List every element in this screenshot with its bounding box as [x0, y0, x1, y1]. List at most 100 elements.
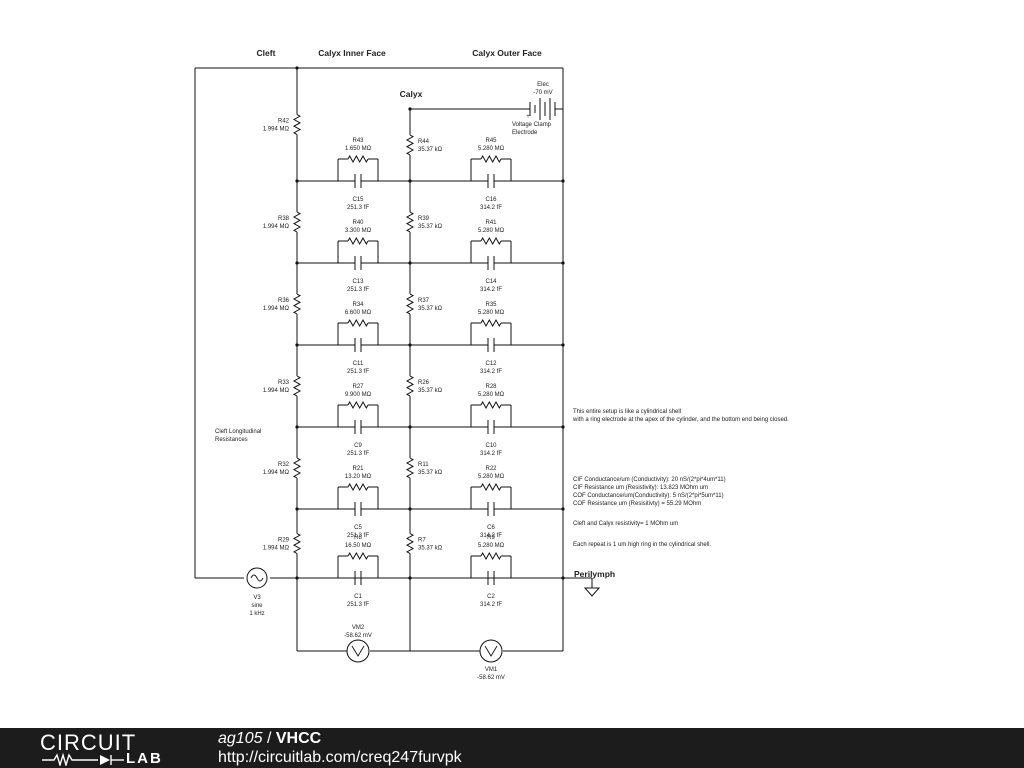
note-cof-1: COF Conductance/um(Conductivity): 5 nS/(… — [573, 493, 724, 499]
capacitor-icon[interactable] — [354, 338, 362, 352]
capacitor-icon[interactable] — [354, 571, 362, 585]
resistor-icon[interactable] — [347, 482, 369, 492]
resistor-label: R37 — [418, 298, 430, 304]
junction-dot — [561, 261, 565, 265]
note-cif-2: CIF Resistance um (Resistivity): 13.823 … — [573, 485, 708, 491]
capacitor-icon[interactable] — [354, 420, 362, 434]
capacitor-icon[interactable] — [487, 174, 495, 188]
resistor-icon[interactable] — [347, 236, 369, 246]
resistor-icon[interactable] — [405, 345, 415, 427]
rc-pair — [470, 154, 512, 188]
resistor-label: R29 — [278, 538, 290, 544]
voltmeter-icon[interactable] — [479, 639, 503, 663]
voltmeter-icon[interactable] — [346, 639, 370, 663]
capacitor-icon[interactable] — [487, 571, 495, 585]
note-cif-1: CIF Conductance/um (Conductivity): 20 nS… — [573, 477, 726, 483]
resistor-label: R22 — [485, 466, 497, 472]
resistor-icon[interactable] — [405, 427, 415, 509]
project-user-link[interactable]: ag105 — [218, 730, 263, 747]
logo-text-bottom: LAB — [126, 750, 163, 767]
resistor-label: R9 — [487, 535, 495, 541]
resistor-icon[interactable] — [347, 154, 369, 164]
capacitor-icon[interactable] — [487, 420, 495, 434]
capacitor-value: 251.3 fF — [347, 205, 369, 211]
logo-text-top: CIRCUIT — [40, 730, 137, 755]
rc-pair — [470, 551, 512, 585]
project-title: ag105 / VHCC — [218, 730, 321, 748]
vm2-name: VM2 — [352, 625, 365, 631]
notes: This entire setup is like a cylindrical … — [572, 409, 789, 548]
resistor-value: 16.50 MΩ — [345, 543, 372, 549]
resistor-value: 1.994 MΩ — [263, 470, 290, 476]
junction-dot — [561, 179, 565, 183]
capacitor-value: 314.2 fF — [480, 287, 502, 293]
resistor-icon[interactable] — [347, 400, 369, 410]
resistor-label: R36 — [278, 298, 290, 304]
project-name[interactable]: VHCC — [275, 730, 322, 747]
resistor-icon[interactable] — [347, 551, 369, 561]
rc-pair — [337, 236, 379, 270]
resistor-value: 5.280 MΩ — [478, 146, 505, 152]
resistor-label: R8 — [354, 535, 362, 541]
electrode-plus: + — [526, 114, 530, 120]
resistor-label: R45 — [485, 138, 497, 144]
resistor-icon[interactable] — [480, 236, 502, 246]
resistor-icon[interactable] — [480, 318, 502, 328]
resistor-label: R35 — [485, 302, 497, 308]
resistor-icon[interactable] — [405, 509, 415, 578]
capacitor-icon[interactable] — [487, 338, 495, 352]
resistor-icon[interactable] — [292, 263, 302, 345]
resistor-icon[interactable] — [480, 551, 502, 561]
resistor-label: R11 — [418, 462, 429, 468]
resistor-value: 35.37 kΩ — [418, 147, 443, 153]
header-inner-face: Calyx Inner Face — [318, 48, 386, 58]
resistor-label: R41 — [485, 220, 497, 226]
battery-icon[interactable] — [529, 98, 556, 120]
capacitor-icon[interactable] — [354, 256, 362, 270]
resistor-icon[interactable] — [480, 482, 502, 492]
capacitor-label: C2 — [487, 594, 495, 600]
capacitor-icon[interactable] — [354, 174, 362, 188]
resistor-icon[interactable] — [292, 345, 302, 427]
capacitor-value: 314.2 fF — [480, 533, 502, 539]
capacitor-icon[interactable] — [354, 502, 362, 516]
circuitlab-logo[interactable]: CIRCUIT LAB — [40, 730, 180, 767]
resistor-icon[interactable] — [405, 109, 415, 181]
resistor-icon[interactable] — [405, 263, 415, 345]
capacitor-value: 314.2 fF — [480, 602, 502, 608]
resistor-icon[interactable] — [292, 427, 302, 509]
resistor-label: R33 — [278, 380, 290, 386]
junction-dot — [408, 107, 412, 111]
resistor-icon[interactable] — [292, 181, 302, 263]
capacitor-icon[interactable] — [487, 502, 495, 516]
ac-source-icon[interactable] — [246, 567, 268, 589]
electrode-label-2: Electrode — [512, 130, 538, 136]
resistor-value: 6.600 MΩ — [345, 310, 372, 316]
vm1-value: -58.62 mV — [477, 675, 505, 681]
ground-icon — [583, 578, 601, 597]
wires — [194, 67, 592, 652]
source-type: sine — [251, 603, 263, 609]
resistor-label: R26 — [418, 380, 430, 386]
resistor-icon[interactable] — [480, 154, 502, 164]
resistor-icon[interactable] — [405, 181, 415, 263]
resistor-value: 5.280 MΩ — [478, 310, 505, 316]
resistor-value: 35.37 kΩ — [418, 546, 443, 552]
resistor-icon[interactable] — [480, 400, 502, 410]
rc-pair — [470, 318, 512, 352]
capacitor-icon[interactable] — [487, 256, 495, 270]
junction-dot — [561, 576, 565, 580]
resistor-value: 1.650 MΩ — [345, 146, 372, 152]
capacitor-value: 314.2 fF — [480, 369, 502, 375]
project-url-link[interactable]: http://circuitlab.com/creq247furvpk — [218, 749, 462, 766]
capacitor-label: C12 — [485, 361, 497, 367]
resistor-icon[interactable] — [347, 318, 369, 328]
header-calyx: Calyx — [400, 89, 423, 99]
resistor-value: 1.994 MΩ — [263, 546, 290, 552]
capacitor-value: 251.3 fF — [347, 533, 369, 539]
resistor-icon[interactable] — [292, 509, 302, 578]
resistor-icon[interactable] — [292, 68, 302, 181]
